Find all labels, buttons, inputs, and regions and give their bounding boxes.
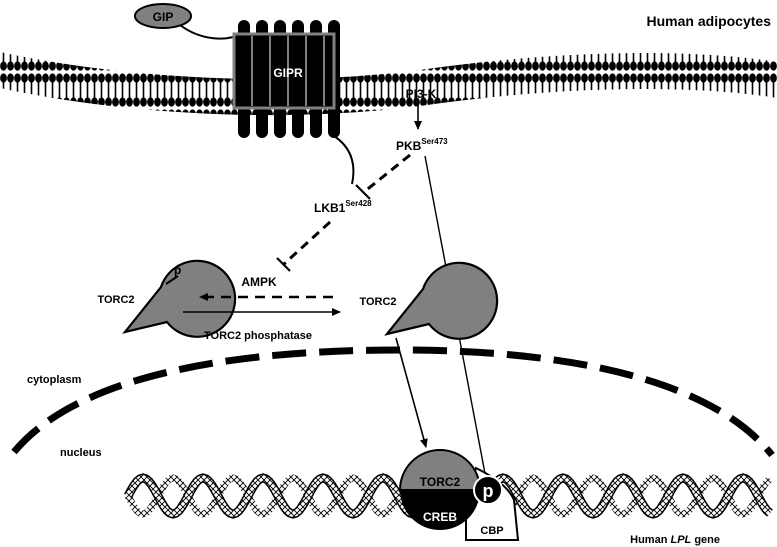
cbp-label: CBP [480,525,503,537]
title-human-adipocytes: Human adipocytes [647,13,772,29]
gip-tail [179,24,241,40]
ampk-label: AMPK [241,275,277,289]
gip-ligand-ellipse [134,3,192,29]
membrane-lipid-bilayer [0,52,777,116]
torc2-left-label: TORC2 [97,294,134,306]
torc2-right-label: TORC2 [359,296,396,308]
complex-creb-label: CREB [423,510,457,524]
gene-label: Human LPL gene [630,534,720,546]
phosphatase-label: TORC2 phosphatase [204,330,312,342]
gipr-receptor [232,20,340,138]
lkb1-inhibits-ampk-bar [276,257,291,272]
pkb-label: PKBSer473 [396,137,448,153]
nucleus-label: nucleus [60,447,102,459]
torc2-right-pacman [384,261,499,340]
torc2-left-phospho-label: p [174,263,181,277]
torc2-left-phospho-link [165,275,179,285]
gip-label: GIP [153,10,174,24]
gipr-label: GIPR [273,66,303,80]
gipr-tail [333,135,355,185]
complex-torc2-label: TORC2 [420,475,461,489]
lkb1-label: LKB1Ser428 [314,199,372,215]
plasma-membrane [0,52,777,116]
torc2-left-pacman [122,259,237,338]
phospho-circle [473,475,503,505]
pkb-inhibits-lkb1 [363,153,411,194]
torc2-to-nucleus-arrow [395,337,428,448]
torc2-nuclear-cap [398,449,482,491]
lkb1-inhibits-ampk [282,220,332,266]
pkb-inhibits-lkb1-bar [355,184,371,200]
nuclear-envelope [11,346,775,458]
transcription-complex [398,449,520,541]
cytoplasm-label: cytoplasm [27,374,82,386]
pi3k-label: PI3-K [406,87,437,101]
complex-p-label: p [483,481,494,501]
